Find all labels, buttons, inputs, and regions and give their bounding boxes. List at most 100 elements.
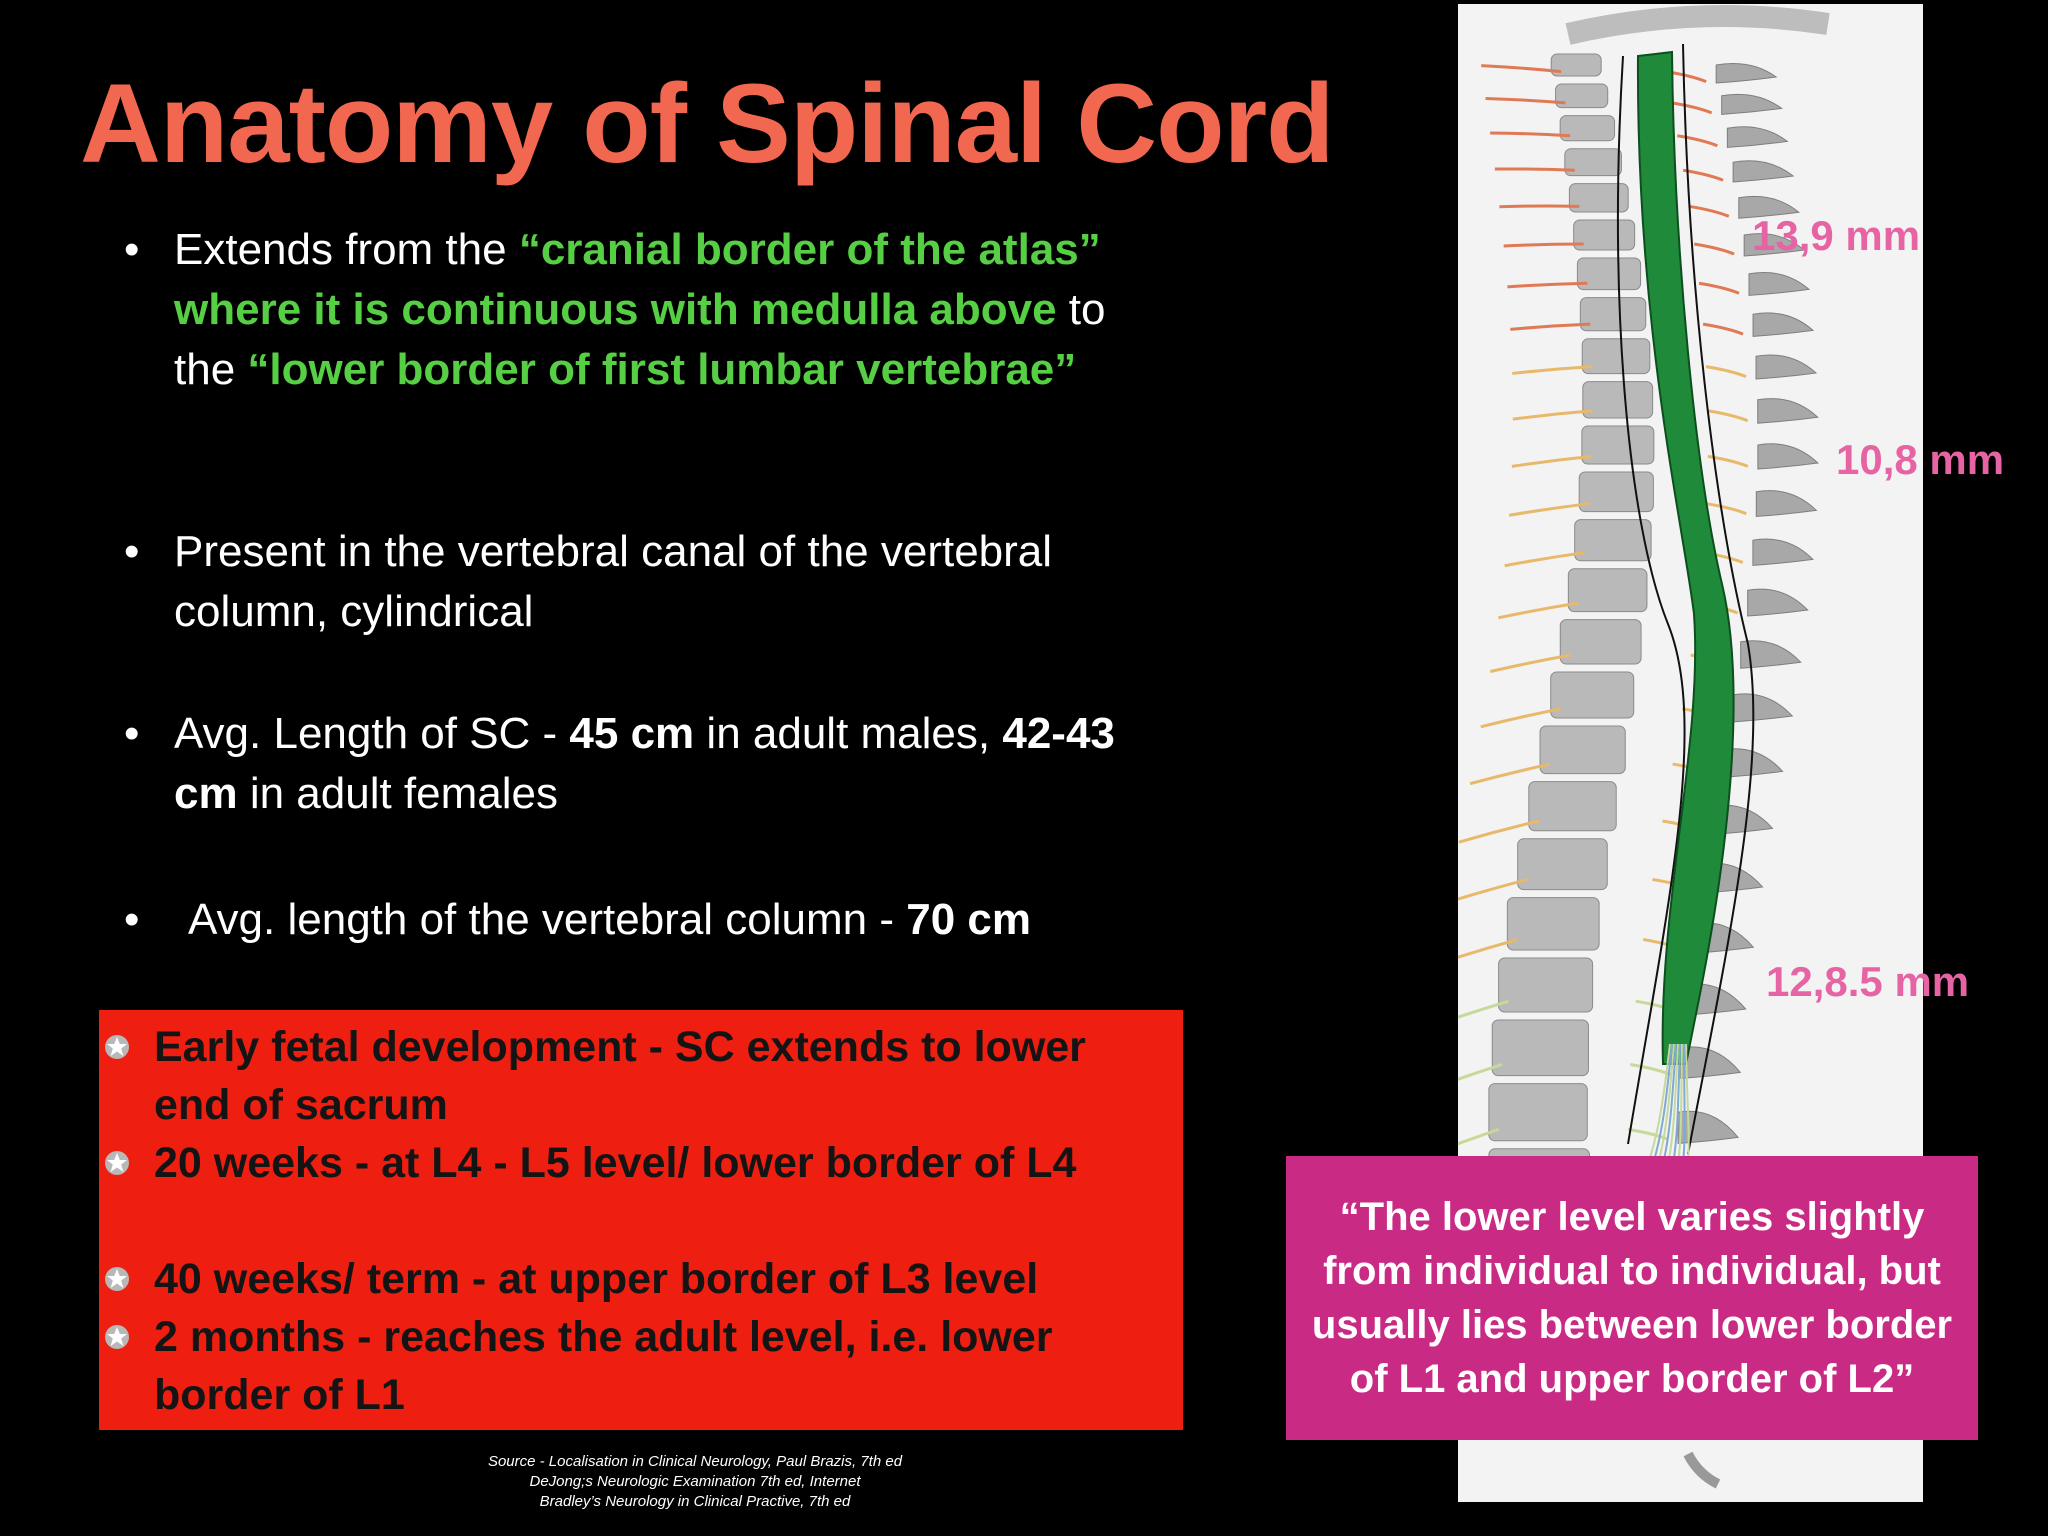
bullet-dot-icon: •: [124, 895, 140, 944]
star-bullet-icon: [105, 1267, 129, 1291]
vertebra-body: [1506, 897, 1600, 951]
vertebra-body: [1488, 1083, 1588, 1142]
vertebra-body: [1491, 1019, 1589, 1077]
spinal-nerve: [1677, 134, 1718, 148]
bullet-dot-icon: •: [124, 225, 140, 274]
star-bullet-icon: [105, 1325, 129, 1349]
vertebra-body: [1550, 53, 1602, 77]
text-run: in adult males,: [694, 709, 1003, 758]
vertebra-body: [1539, 725, 1626, 775]
nerve-root: [1652, 1043, 1673, 1165]
nerve-root: [1677, 1043, 1683, 1165]
source-line: Source - Localisation in Clinical Neurol…: [487, 1453, 903, 1470]
spinal-nerve: [1702, 322, 1744, 336]
highlight-text: “cranial border of the atlas” where it i…: [174, 225, 1101, 334]
vertebra-body: [1568, 183, 1629, 213]
spinal-nerve: [1458, 819, 1540, 844]
source-line: DeJong;s Neurologic Examination 7th ed, …: [529, 1473, 861, 1490]
spinal-nerve: [1688, 204, 1730, 218]
nerve-root: [1682, 1043, 1686, 1165]
source-line: Bradley’s Neurology in Clinical Practive…: [539, 1493, 851, 1510]
spinal-nerve: [1698, 281, 1740, 295]
vertebra-body: [1582, 381, 1654, 419]
spinous-process: [1752, 538, 1814, 566]
spinous-process: [1747, 588, 1809, 617]
spinous-process: [1757, 443, 1819, 470]
spinous-process: [1752, 312, 1815, 337]
measurement-label: 12,8.5 mm: [1766, 958, 1970, 1005]
spinous-process: [1732, 160, 1795, 183]
spinal-nerve: [1504, 551, 1585, 568]
nerve-root: [1685, 1043, 1690, 1165]
spinous-process: [1740, 640, 1802, 669]
spinal-nerve: [1508, 502, 1590, 517]
nerve-root: [1672, 1043, 1681, 1165]
spinous-process: [1757, 398, 1819, 424]
spinal-nerve: [1507, 281, 1588, 289]
spinal-nerve: [1693, 242, 1735, 256]
spinous-process: [1743, 233, 1806, 257]
vertebra-body: [1581, 338, 1651, 375]
vertebra-body: [1559, 115, 1616, 142]
quote-text: “The lower level varies slightly from in…: [1311, 1195, 1953, 1401]
nerve-root: [1662, 1043, 1677, 1165]
development-item: 2 months - reaches the adult level, i.e.…: [105, 1308, 1174, 1424]
bullet-text: Avg. length of the vertebral column - 70…: [188, 890, 1188, 950]
vertebra-body: [1574, 519, 1652, 562]
bullet-text: Present in the vertebral canal of the ve…: [174, 527, 1053, 636]
nerve-root: [1647, 1043, 1671, 1165]
spinal-nerve: [1481, 64, 1562, 74]
vertebra-body: [1550, 671, 1635, 719]
spinal-nerve: [1511, 454, 1593, 468]
vertebra-body: [1573, 219, 1636, 251]
development-text: 2 months - reaches the adult level, i.e.…: [154, 1313, 1053, 1419]
vertebra-body: [1498, 957, 1594, 1013]
vertebra-body: [1576, 257, 1642, 291]
bullet-text: Avg. Length of SC - 45 cm in adult males…: [174, 704, 1174, 824]
vertebra-body: [1559, 619, 1642, 665]
spinal-nerve: [1503, 242, 1584, 248]
nerve-root: [1657, 1043, 1675, 1165]
spinous-process: [1679, 1046, 1742, 1079]
vertebra-body: [1555, 83, 1609, 109]
spinal-nerve: [1510, 322, 1591, 331]
vertebra-body: [1564, 148, 1622, 177]
spinous-process: [1731, 693, 1794, 723]
spinal-nerve: [1682, 168, 1724, 182]
spinous-process: [1726, 126, 1789, 148]
text-run: Avg. Length of SC -: [174, 709, 570, 758]
bold-value: 45 cm: [569, 709, 695, 758]
spinal-nerve: [1671, 101, 1713, 115]
cauda-equina: [1647, 1043, 1690, 1165]
development-text: 20 weeks - at L4 - L5 level/ lower borde…: [154, 1139, 1077, 1187]
spinal-nerve: [1512, 409, 1593, 421]
quote-box: “The lower level varies slightly from in…: [1286, 1156, 1978, 1440]
vertebra-body: [1528, 781, 1617, 832]
vertebra-body: [1578, 471, 1654, 513]
bold-value: 42-43 cm: [174, 709, 1115, 818]
star-bullet-icon: [105, 1035, 129, 1059]
spinal-nerve: [1512, 365, 1593, 375]
development-item: 40 weeks/ term - at upper border of L3 l…: [105, 1250, 1174, 1308]
bullet-dot-icon: •: [124, 709, 140, 758]
spinal-nerve: [1706, 502, 1747, 516]
highlight-text: “lower border of first lumbar vertebrae”: [247, 345, 1077, 394]
star-bullet-icon: [105, 1151, 129, 1175]
spinal-nerve: [1489, 653, 1571, 673]
spinal-nerve: [1494, 167, 1575, 172]
spinal-nerve: [1707, 454, 1749, 468]
vertebra-body: [1581, 425, 1655, 465]
vertebra-body: [1579, 297, 1647, 332]
spinous-process: [1748, 271, 1811, 296]
spinous-process: [1738, 195, 1801, 219]
spinous-process: [1722, 748, 1784, 778]
spinous-process: [1755, 354, 1818, 380]
source-citation: Source - Localisation in Clinical Neurol…: [430, 1452, 960, 1512]
spinal-nerve: [1499, 204, 1580, 209]
text-run: Extends from the: [174, 225, 519, 274]
spinal-nerve: [1485, 96, 1566, 105]
dura-outline: [1682, 43, 1755, 1155]
spinal-nerve: [1707, 409, 1749, 423]
development-item: Early fetal development - SC extends to …: [105, 1018, 1174, 1134]
nerve-root: [1667, 1043, 1679, 1165]
